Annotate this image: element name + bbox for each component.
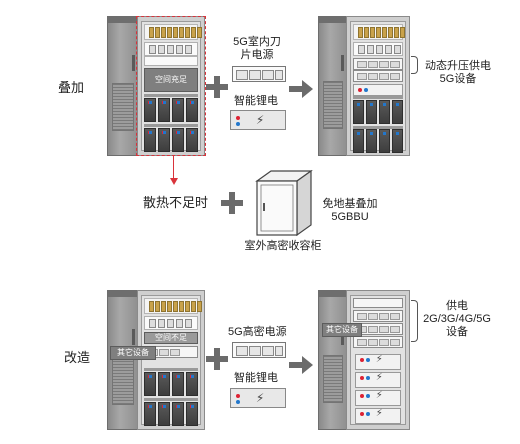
blade-power-icon [232, 66, 286, 82]
red-arrow-head [170, 178, 178, 185]
outdoor-cabinet-icon [255, 169, 313, 237]
high-density-power-label: 5G高密电源 [228, 326, 287, 338]
top-right-cabinet [318, 16, 410, 156]
dynamic-boost-annotation: 动态升压供电5G设备 [425, 60, 491, 85]
other-equipment-label: 其它设备 [110, 346, 156, 360]
smart-lithium-label-bottom: 智能锂电 [234, 372, 278, 384]
arrow-right-icon [289, 80, 313, 98]
lightning-bolt-icon: ⚡ [255, 113, 265, 127]
bottom-left-cabinet: 空间不足 [107, 290, 205, 430]
supply-2g5g-annotation: 供电2G/3G/4G/5G设备 [423, 300, 491, 338]
red-connector-line [173, 156, 174, 178]
space-sufficient-label: 空间充足 [144, 68, 198, 92]
brace-bracket [411, 300, 418, 342]
blade-power-label: 5G室内刀片电源 [233, 36, 281, 61]
plus-icon [206, 76, 228, 98]
brace-bracket [411, 56, 418, 74]
other-equipment-label-right: 其它设备 [322, 323, 362, 337]
outdoor-cabinet-label: 室外高密收容柜 [244, 240, 322, 252]
high-density-power-icon [232, 342, 286, 358]
plus-icon [206, 348, 228, 370]
lithium-battery-icon: ⚡ [230, 388, 286, 408]
lithium-battery-icon: ⚡ [230, 110, 286, 130]
cabinet-door [107, 16, 139, 156]
row-label-stack: 叠加 [58, 80, 85, 95]
foundation-free-label: 免地基叠加5GBBU [322, 198, 378, 223]
plus-icon [221, 192, 243, 214]
heat-insufficient-label: 散热不足时 [143, 195, 209, 210]
lightning-bolt-icon: ⚡ [255, 391, 265, 405]
arrow-right-icon [289, 356, 313, 374]
bottom-right-cabinet: ⚡ ⚡ ⚡ ⚡ [318, 290, 410, 430]
smart-lithium-label: 智能锂电 [234, 95, 278, 107]
space-insufficient-label: 空间不足 [144, 332, 198, 344]
row-label-retrofit: 改造 [64, 350, 91, 365]
highlight-box [136, 16, 206, 156]
